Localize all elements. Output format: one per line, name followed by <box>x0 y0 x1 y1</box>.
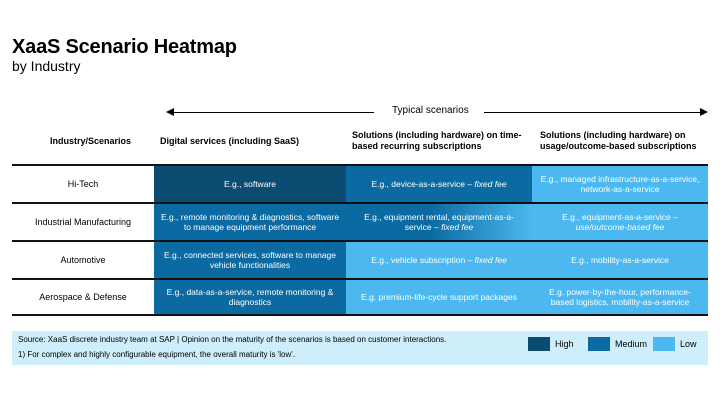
source-text: Source: XaaS discrete industry team at S… <box>18 335 447 344</box>
column-header-digital: Digital services (including SaaS) <box>160 136 300 146</box>
legend-label: High <box>555 339 574 349</box>
table-row: Automotive E.g., connected services, sof… <box>12 240 708 278</box>
table-row: Aerospace & Defense E.g., data-as-a-serv… <box>12 278 708 316</box>
footnote-text: 1) For complex and highly configurable e… <box>18 350 295 359</box>
heatmap-cell: E.g., equipment-as-a-service – use/outco… <box>532 204 708 240</box>
legend-swatch <box>528 337 550 351</box>
row-label: Industrial Manufacturing <box>34 217 132 227</box>
row-label: Automotive <box>60 255 106 265</box>
source-footer: Source: XaaS discrete industry team at S… <box>12 331 708 365</box>
column-header-industry: Industry/Scenarios <box>50 136 132 146</box>
legend-item-medium: Medium <box>588 337 647 351</box>
heatmap-cell: E.g., vehicle subscription – fixed fee <box>346 242 532 278</box>
table-row: Industrial Manufacturing E.g., remote mo… <box>12 202 708 240</box>
legend-label: Medium <box>615 339 648 349</box>
legend-item-low: Low <box>653 337 697 351</box>
legend-swatch <box>588 337 610 351</box>
heatmap-cell: E.g. power-by-the-hour, performance-base… <box>532 280 708 314</box>
legend-swatch <box>653 337 675 351</box>
heatmap-cell: E.g., software <box>154 166 346 202</box>
heatmap-cell: E.g., managed infrastructure-as-a-servic… <box>532 166 708 202</box>
heatmap-cell: E.g. premium-life-cycle support packages <box>346 280 532 314</box>
arrow-right-icon <box>700 108 708 116</box>
heatmap-cell: E.g., equipment rental, equipment-as-a-s… <box>346 204 532 240</box>
row-label: Aerospace & Defense <box>39 292 127 302</box>
column-header-usage: Solutions (including hardware) on usage/… <box>540 130 697 151</box>
heatmap-cell: E.g., connected services, software to ma… <box>154 242 346 278</box>
heatmap-cell: E.g., data-as-a-service, remote monitori… <box>154 280 346 314</box>
heatmap-grid: Hi-Tech E.g., software E.g., device-as-a… <box>12 164 708 316</box>
heatmap-cell: E.g., mobility-as-a-service <box>532 242 708 278</box>
arrow-line-left <box>170 112 374 113</box>
row-label: Hi-Tech <box>67 179 99 189</box>
page-title: XaaS Scenario Heatmap <box>12 36 237 58</box>
table-row: Hi-Tech E.g., software E.g., device-as-a… <box>12 164 708 202</box>
page-subtitle: by Industry <box>12 58 81 74</box>
legend-item-high: High <box>528 337 574 351</box>
heatmap-cell: E.g., device-as-a-service – fixed fee <box>346 166 532 202</box>
typical-scenarios-arrow: Typical scenarios <box>166 104 708 120</box>
arrow-line-right <box>484 112 704 113</box>
column-header-recurring: Solutions (including hardware) on time-b… <box>352 130 522 151</box>
legend-label: Low <box>680 339 697 349</box>
heatmap-cell: E.g., remote monitoring & diagnostics, s… <box>154 204 346 240</box>
arrow-label: Typical scenarios <box>392 105 469 116</box>
